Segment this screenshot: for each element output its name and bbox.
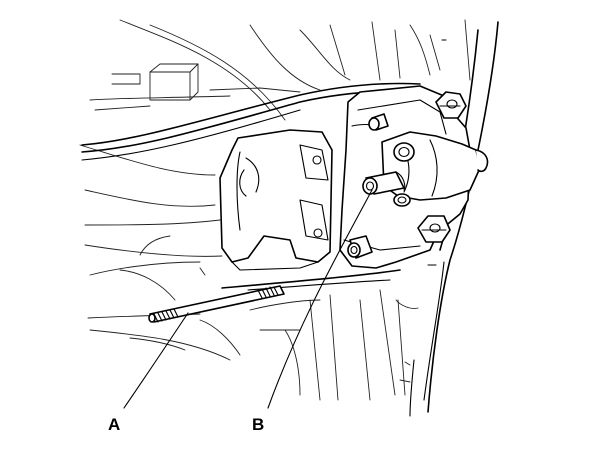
callout-label-a: A bbox=[108, 415, 120, 434]
upper-stud bbox=[368, 113, 389, 131]
barrel-nut bbox=[393, 193, 411, 207]
callout-label-b: B bbox=[252, 415, 264, 434]
hinge-barrel bbox=[362, 131, 489, 201]
lower-stud bbox=[347, 235, 373, 259]
leader-line-b bbox=[267, 189, 373, 409]
lower-hex-nut bbox=[417, 215, 451, 243]
leader-lines bbox=[123, 189, 373, 409]
hinge-bolts bbox=[347, 91, 467, 259]
body-panel-outlines bbox=[79, 19, 471, 401]
part-a-threaded-rod bbox=[148, 285, 285, 323]
door-hinge-bracket bbox=[219, 129, 333, 271]
leader-line-a bbox=[123, 312, 189, 409]
upper-hex-nut bbox=[435, 91, 467, 119]
